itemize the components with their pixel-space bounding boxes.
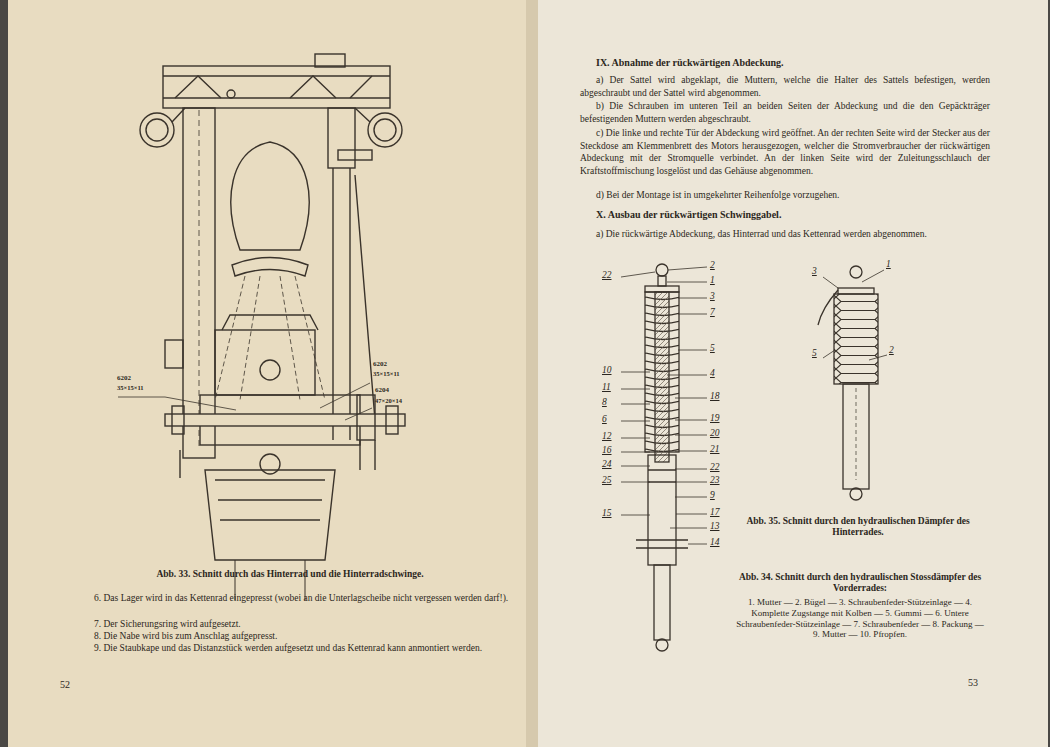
callout-number: 25 [602,475,612,486]
figure-caption: Abb. 34. Schnitt durch den hydraulischen… [735,572,985,595]
callout-number: 20 [710,428,720,439]
leader-lines [621,267,707,544]
callout-number: 22 [710,462,720,473]
figure-caption: Abb. 35. Schnitt durch den hydraulischen… [738,516,978,539]
right-page [536,0,1048,747]
figure-caption: Abb. 33. Schnitt durch das Hinterrad und… [60,569,520,580]
callout-number: 15 [602,508,612,519]
callout-number: 14 [710,537,720,548]
left-page [8,0,531,747]
callout-number: 17 [710,507,720,518]
bearing-label: 6202 [117,374,131,382]
callout-number: 2 [889,345,894,356]
instruction-text: a) Der Sattel wird abgeklapt, die Mutter… [580,74,990,99]
callout-number: 12 [602,431,612,442]
page-number: 52 [60,679,70,691]
instruction-text: 7. Der Sicherungsring wird aufgesetzt. [78,618,523,631]
instruction-text: 6. Das Lager wird in das Kettenrad einge… [78,592,523,605]
callout-number: 3 [710,291,715,302]
callout-number: 1 [710,275,715,286]
callout-number: 1 [886,259,891,270]
callout-number: 4 [710,368,715,379]
callout-number: 21 [710,444,720,455]
callout-number: 22 [602,270,612,281]
front-damper-drawing [636,264,688,651]
callout-number: 8 [602,397,607,408]
instruction-text: c) Die linke und rechte Tür der Abdeckun… [580,127,990,177]
swingarm-drawing [140,54,405,600]
callout-number: 13 [710,521,720,532]
leader-lines [823,270,887,360]
callout-number: 6 [602,414,607,425]
bearing-size: 47×20×14 [375,397,402,405]
callout-number: 24 [602,459,612,470]
parts-list: 1. Mutter — 2. Bügel — 3. Schraubenfeder… [735,597,985,640]
callout-number: 9 [710,490,715,501]
instruction-text: 9. Die Staubkape und das Distanzstück we… [78,642,523,655]
bearing-label: 6202 [373,360,387,368]
callout-number: 18 [710,391,720,402]
callout-number: 2 [710,260,715,271]
callout-number: 3 [812,266,817,277]
callout-number: 23 [710,475,720,486]
callout-number: 5 [710,343,715,354]
callout-number: 10 [602,365,612,376]
instruction-text: 8. Die Nabe wird bis zum Anschlag aufgep… [78,630,523,643]
callout-number: 5 [812,348,817,359]
callout-number: 7 [710,307,715,318]
leader-lines [118,383,372,420]
section-heading: X. Ausbau der rückwärtigen Schwinggabel. [596,209,781,221]
section-heading: IX. Abnahme der rückwärtigen Abdeckung. [596,57,784,69]
bearing-size: 35×15×11 [373,370,400,378]
instruction-text: d) Bei der Montage ist in umgekehrter Re… [580,189,990,202]
callout-number: 11 [602,382,611,393]
bearing-label: 6204 [375,386,389,394]
page-number: 53 [968,677,978,689]
bearing-size: 35×15×11 [117,384,144,392]
instruction-text: b) Die Schrauben im unteren Teil an beid… [580,100,990,125]
callout-number: 19 [710,413,720,424]
instruction-text: a) Die rückwärtige Abdeckung, das Hinter… [580,228,990,241]
callout-number: 16 [602,445,612,456]
rear-damper-drawing [818,266,878,500]
